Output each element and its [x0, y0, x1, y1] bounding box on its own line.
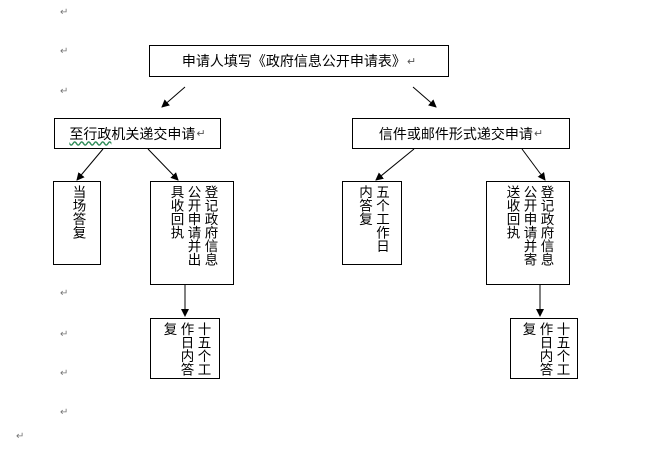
paragraph-mark: ↵ — [60, 7, 69, 18]
left-register-text: 登记政府信息公开申请并出具收回执 — [167, 185, 218, 266]
paragraph-mark: ↵ — [16, 431, 25, 442]
paragraph-mark: ↵ — [533, 127, 544, 140]
paragraph-mark: ↵ — [196, 127, 206, 140]
paragraph-mark: ↵ — [60, 86, 69, 97]
right-days-short-text: 五个工作日内答复 — [356, 185, 389, 253]
right-days-text: 十五个工作日内答复 — [519, 322, 570, 376]
right-register-text: 登记政府信息公开申请并寄送收回执 — [503, 185, 554, 266]
paragraph-mark: ↵ — [60, 288, 69, 299]
right-days-box: 十五个工作日内答复 — [510, 318, 578, 379]
paragraph-mark: ↵ — [60, 329, 69, 340]
left-branch-box: 至行政机关递交申请↵ — [54, 118, 221, 149]
arrow-top-to-left — [161, 86, 186, 108]
answer-on-spot-box: 当场答复 — [53, 181, 101, 265]
arrow-left-to-answer — [76, 148, 104, 181]
right-branch-box: 信件或邮件形式递交申请↵ — [352, 118, 570, 149]
left-days-box: 十五个工作日内答复 — [150, 318, 220, 379]
left-branch-label-rest: 机关递交申请 — [111, 126, 196, 143]
top-box: 申请人填写《政府信息公开申请表》↵ — [149, 45, 449, 77]
right-days-short-box: 五个工作日内答复 — [342, 181, 402, 265]
left-days-text: 十五个工作日内答复 — [160, 322, 211, 376]
paragraph-mark: ↵ — [60, 368, 69, 379]
paragraph-mark: ↵ — [60, 46, 69, 57]
left-branch-label-marked: 至行政 — [69, 126, 112, 143]
arrow-right-to-register — [521, 148, 546, 181]
top-box-label: 申请人填写《政府信息公开申请表》 — [181, 54, 406, 70]
arrow-right-to-days-short — [375, 148, 415, 181]
left-register-box: 登记政府信息公开申请并出具收回执 — [150, 181, 234, 285]
arrow-top-to-right — [412, 86, 437, 108]
arrow-left-to-register — [147, 148, 179, 181]
paragraph-mark: ↵ — [406, 54, 417, 68]
answer-on-spot-text: 当场答复 — [69, 185, 86, 239]
right-register-box: 登记政府信息公开申请并寄送收回执 — [486, 181, 570, 285]
paragraph-mark: ↵ — [60, 407, 69, 418]
right-branch-label: 信件或邮件形式递交申请 — [378, 126, 533, 143]
